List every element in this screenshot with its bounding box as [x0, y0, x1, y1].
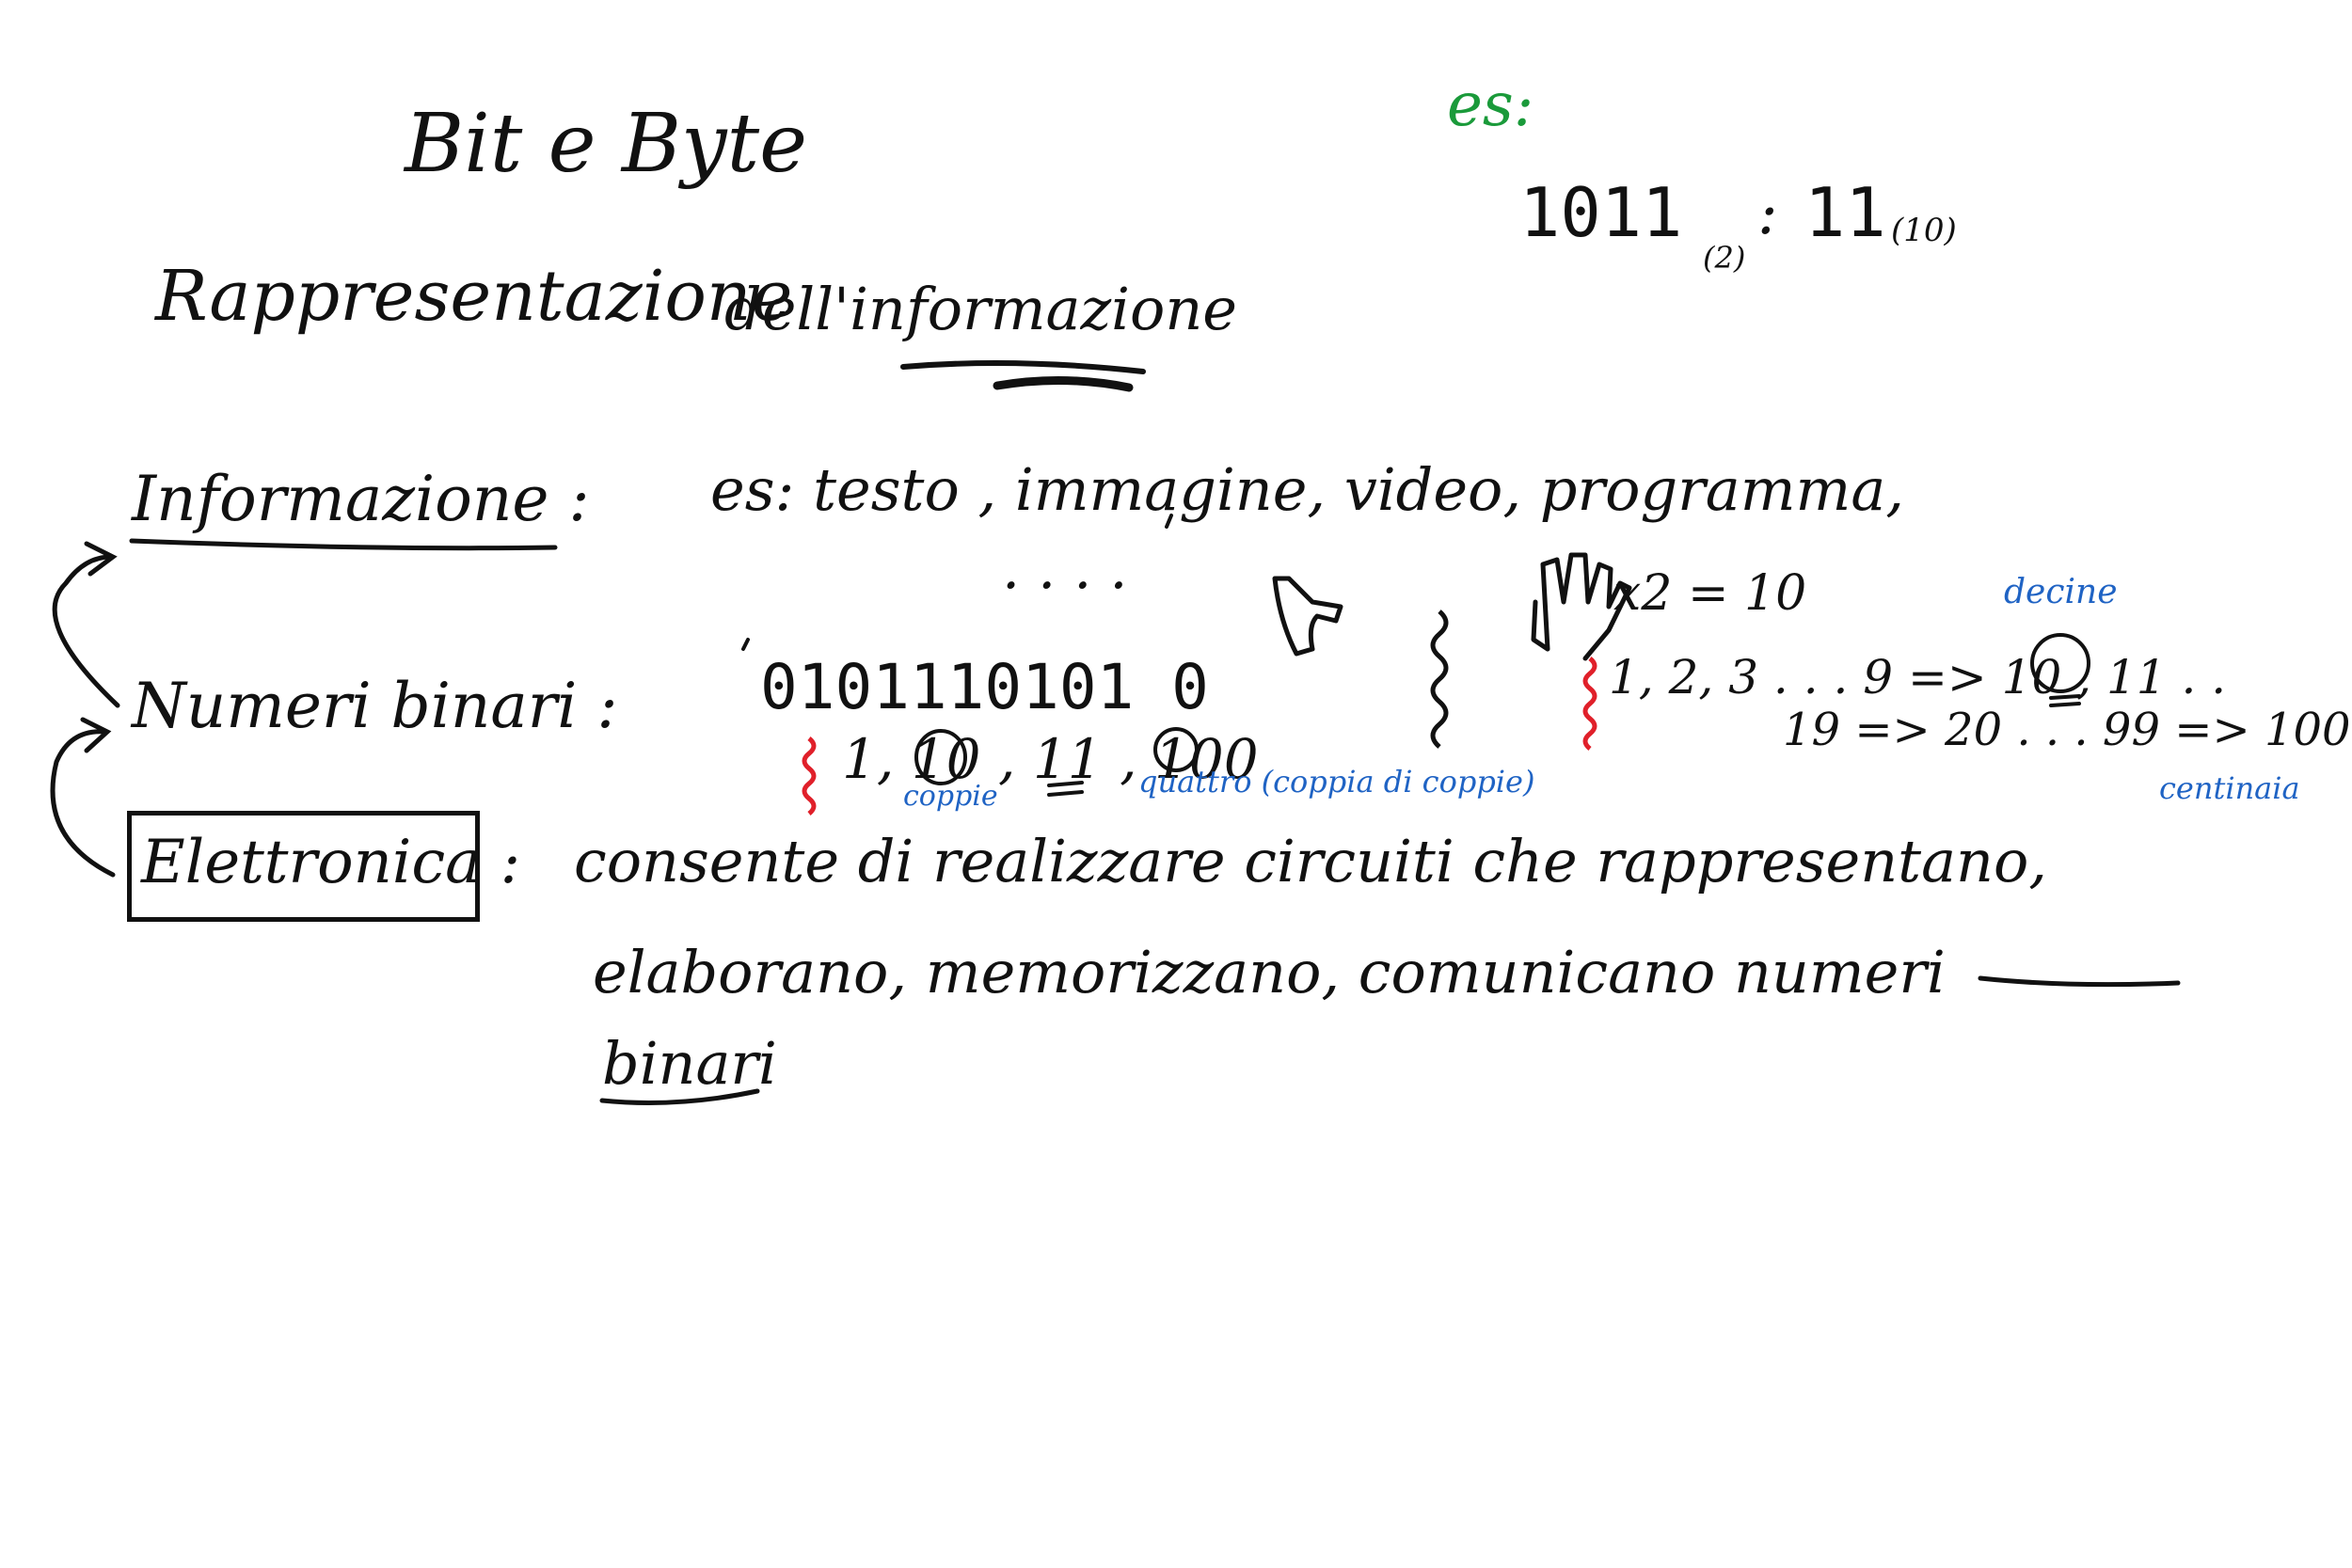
wavy-brace-red-1 — [802, 736, 817, 816]
term-informazione: Informazione : — [132, 463, 590, 535]
curved-arrow-icon-2 — [50, 729, 116, 878]
electronics-line-1: consente di realizzare circuiti che rapp… — [574, 827, 2048, 895]
underline-term-informazione — [129, 538, 558, 551]
electronics-line-2: elaborano, memorizzano, comunicano numer… — [593, 938, 1946, 1006]
label-decine: decine — [2004, 573, 2118, 611]
underline-informazione-double — [993, 376, 1134, 392]
term-numeri-binari: Numeri binari : — [132, 670, 618, 742]
info-examples: es: testo , immagine, video, programma, — [710, 455, 1905, 524]
subtitle-informazione: dell'informazione — [724, 275, 1237, 343]
curved-arrow-icon — [52, 554, 120, 708]
fingers-times-two: x2 = 10 — [1613, 565, 1807, 622]
tick-mark-2 — [741, 638, 750, 651]
label-coppie: coppie — [903, 780, 998, 813]
binary-sequence: 0101110101 0 — [760, 651, 1209, 723]
wavy-brace-red-2 — [1582, 657, 1597, 751]
subtitle-rappresentazione: Rappresentazione — [155, 256, 793, 337]
electronics-line-3: binari — [602, 1029, 777, 1098]
wavy-brace-icon — [1430, 610, 1449, 749]
hand-one-finger-icon — [1272, 576, 1343, 657]
example-decimal-base: (10) — [1891, 212, 1957, 249]
arrow-head-2 — [80, 717, 112, 753]
example-decimal: 11 — [1804, 173, 1886, 252]
label-centinaia: centinaia — [2159, 770, 2300, 806]
example-binary: 1011 — [1519, 173, 1683, 252]
decimal-line-2: 19 => 20 . . . 99 => 100 — [1783, 704, 2351, 756]
decimal-line-1: 1, 2, 3 . . . 9 => 10 , 11 . . — [1609, 650, 2227, 705]
page-title: Bit e Byte — [405, 97, 808, 191]
example-label: es: — [1447, 71, 1534, 140]
info-ellipsis: . . . . — [1002, 536, 1128, 602]
arrow-head-1 — [84, 541, 118, 577]
elettronica-box — [127, 811, 480, 922]
example-binary-base: (2) — [1703, 240, 1746, 276]
label-quattro: quattro (coppia di coppie) — [1138, 764, 1535, 800]
term-elettronica: Elettronica : — [141, 828, 521, 897]
underline-numeri — [1978, 975, 2181, 988]
underline-informazione — [900, 360, 1146, 374]
example-colon: : — [1757, 179, 1778, 248]
